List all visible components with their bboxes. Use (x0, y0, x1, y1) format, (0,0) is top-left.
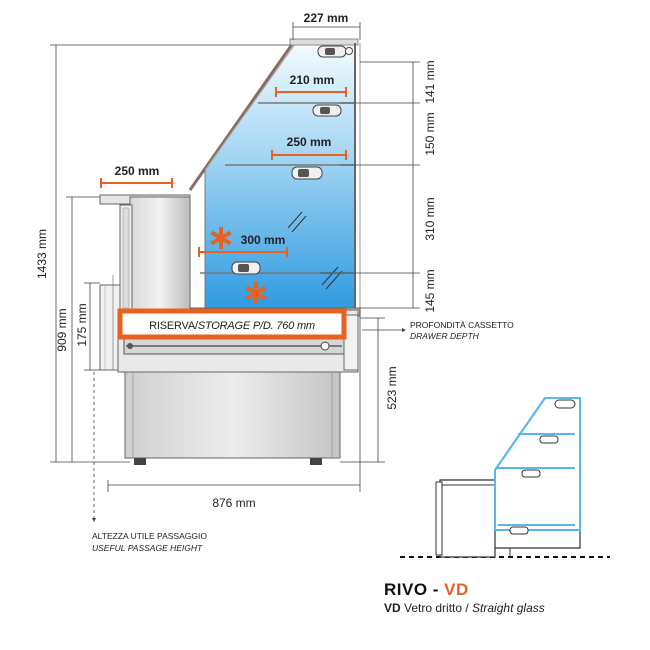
dim-shelf-low: 300 mm (198, 233, 288, 257)
passage-height-pointer: ALTEZZA UTILE PASSAGGIO USEFUL PASSAGE H… (92, 372, 207, 553)
lamp-top (317, 45, 353, 58)
model-desc-it: Vetro dritto / (400, 601, 473, 615)
model-desc-en: Straight glass (472, 601, 545, 615)
dim-shelf-top: 210 mm (275, 73, 347, 97)
model-name: RIVO (384, 580, 428, 599)
dim-counter-top: 250 mm (100, 164, 173, 188)
dim-base-height (340, 317, 385, 463)
dim-150-label: 150 mm (423, 112, 437, 155)
dim-top-width: 227 mm (292, 11, 361, 40)
dim-876-label: 876 mm (212, 496, 255, 510)
orange-star-icon (210, 227, 232, 249)
dim-175-label: 175 mm (75, 303, 89, 346)
storage-prefix: RISERVA/ (149, 320, 199, 332)
dim-shelf-mid: 250 mm (271, 135, 347, 160)
drawer-depth-it: PROFONDITÀ CASSETTO (410, 320, 514, 330)
drawer-depth-en: DRAWER DEPTH (410, 331, 480, 341)
model-title: RIVO - VD (384, 580, 644, 600)
model-description: VD Vetro dritto / Straight glass (384, 601, 644, 615)
thumbnail-profile (400, 397, 610, 558)
svg-text:RISERVA/STORAGE P/D. 760 mm: RISERVA/STORAGE P/D. 760 mm (149, 320, 315, 332)
dim-top-width-label: 227 mm (304, 11, 349, 25)
model-code-bold: VD (384, 601, 401, 615)
dim-shelf-low-label: 300 mm (241, 233, 286, 247)
lamp-3 (291, 166, 323, 180)
passage-height-it: ALTEZZA UTILE PASSAGGIO (92, 531, 207, 541)
dim-right-stack (320, 61, 420, 309)
dim-909-label: 909 mm (55, 308, 69, 351)
storage-band: RISERVA/STORAGE P/D. 760 mm (117, 308, 347, 340)
orange-star-icon (245, 282, 267, 304)
dim-310-label: 310 mm (423, 197, 437, 240)
dim-145-label: 145 mm (423, 269, 437, 312)
passage-height-en: USEFUL PASSAGE HEIGHT (92, 543, 203, 553)
model-code: VD (444, 580, 469, 599)
lamp-2 (312, 104, 342, 117)
model-title-block: RIVO - VD VD Vetro dritto / Straight gla… (384, 580, 644, 615)
dim-left-stack (50, 44, 290, 463)
storage-text: STORAGE P/D. 760 mm (198, 320, 315, 332)
glass-case (188, 38, 361, 309)
dim-total-depth (107, 308, 361, 492)
drawer-depth-pointer: PROFONDITÀ CASSETTO DRAWER DEPTH (362, 320, 514, 341)
dim-shelf-mid-label: 250 mm (287, 135, 332, 149)
dim-523-label: 523 mm (385, 366, 399, 409)
dim-141-label: 141 mm (423, 60, 437, 103)
dim-1433-label: 1433 mm (35, 229, 49, 279)
dim-shelf-top-label: 210 mm (290, 73, 335, 87)
dim-counter-top-label: 250 mm (115, 164, 160, 178)
lamp-4 (231, 261, 261, 275)
model-sep: - (427, 580, 445, 599)
